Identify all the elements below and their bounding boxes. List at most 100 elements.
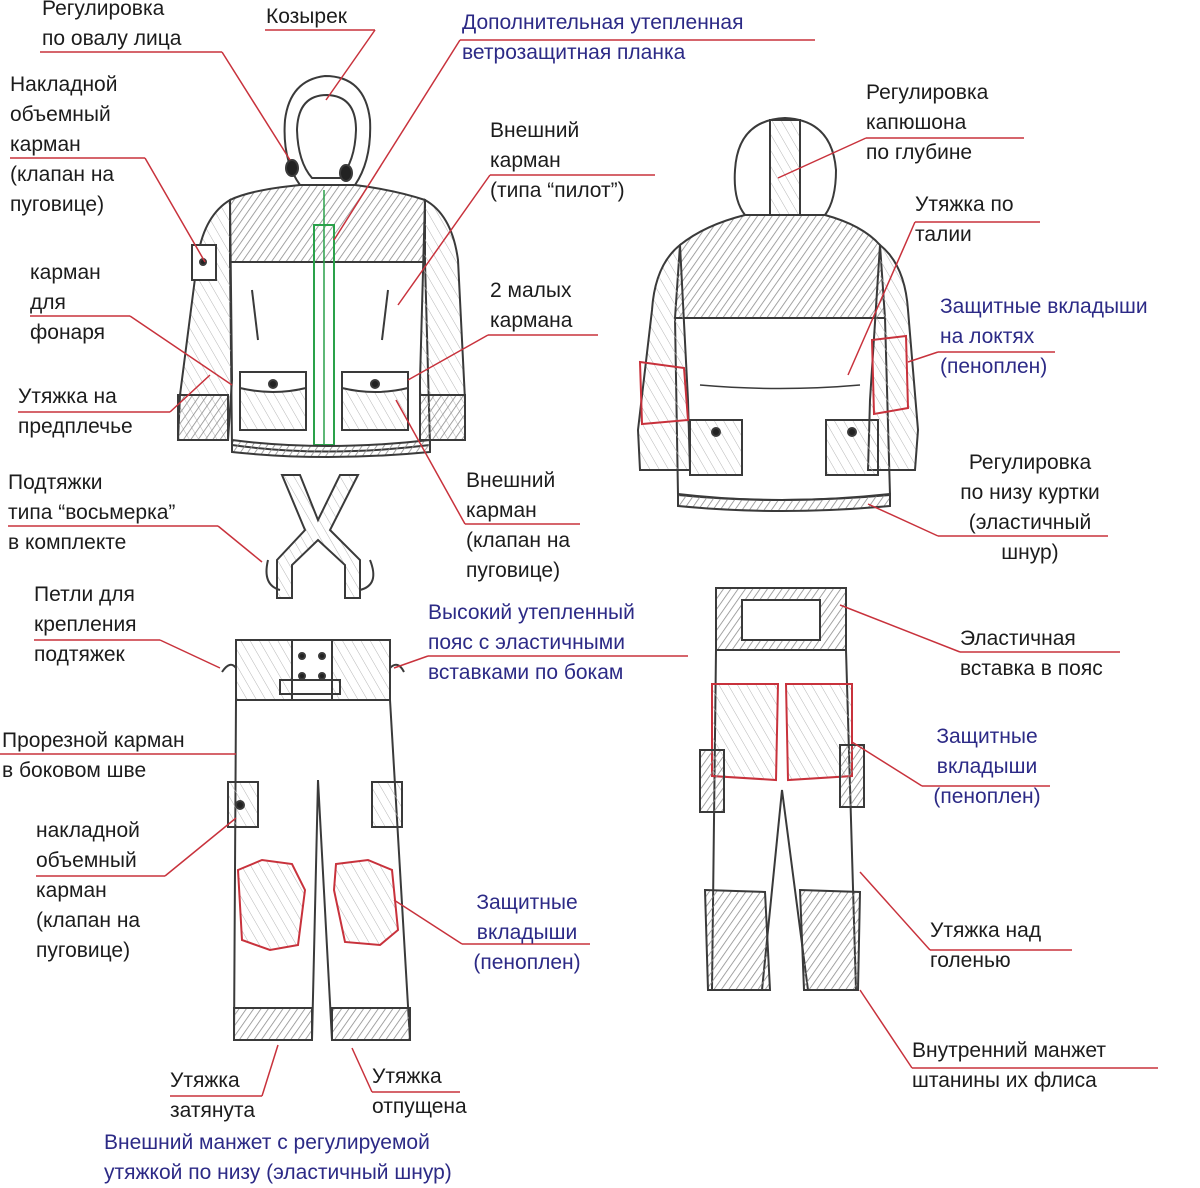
label-shin-tightener: Утяжка над голенью [930,916,1041,976]
label-line: кармана [490,309,573,332]
label-line: вкладыши [476,921,578,944]
label-line: по овалу лица [42,27,182,50]
label-line: капюшона [866,111,967,134]
label-line: ветрозащитная планка [462,41,686,64]
label-line: накладной [36,819,140,842]
label-line: объемный [36,849,137,872]
label-outer-cuff: Внешний манжет с регулируемой утяжкой по… [104,1128,452,1188]
suspenders-sketch [265,474,375,599]
label-visor: Козырек [266,2,347,32]
label-hood-depth: Регулировка капюшона по глубине [866,78,988,168]
label-line: Эластичная [960,627,1076,650]
label-line: Регулировка [866,81,989,104]
label-line: отпущена [372,1095,467,1118]
label-inner-cuff: Внутренний манжет штанины их флиса [912,1036,1106,1096]
label-line: по низу куртки [960,481,1100,504]
label-seat-pads: Защитные вкладыши (пеноплен) [912,722,1062,812]
label-line: (клапан на [36,909,141,932]
label-flashlight-pocket: карман для фонаря [30,258,105,348]
label-tight-open: Утяжка отпущена [372,1062,467,1122]
label-line: Внешний [490,119,580,142]
label-line: крепления [34,613,137,636]
label-line: пуговице) [466,559,561,582]
label-line: (клапан на [10,163,115,186]
label-line: Подтяжки [8,471,103,494]
jacket-front-sketch [176,74,466,458]
pants-front-sketch [221,639,412,1041]
label-line: Утяжка над [930,919,1042,942]
label-line: затянута [170,1099,255,1122]
label-line: фонаря [30,321,106,344]
label-line: Накладной [10,73,118,96]
label-elastic-insert: Эластичная вставка в пояс [960,624,1103,684]
label-line: талии [915,223,972,246]
label-knee-pads: Защитные вкладыши (пеноплен) [452,888,602,978]
label-line: 2 малых [490,279,572,302]
label-line: вставка в пояс [960,657,1103,680]
label-line: в комплекте [8,531,127,554]
label-line: Защитные вкладыши [940,295,1148,318]
label-line: Регулировка [968,451,1092,474]
label-line: (эластичный [968,511,1092,534]
label-slit-pocket: Прорезной карман в боковом шве [2,726,185,786]
label-high-belt: Высокий утепленный пояс с эластичными вс… [428,598,635,688]
label-line: Утяжка [372,1065,442,1088]
label-line: пуговице) [10,193,105,216]
label-line: пояс с эластичными [428,631,625,654]
label-line: голенью [930,949,1011,972]
label-line: по глубине [866,141,973,164]
label-line: Утяжка по [915,193,1014,216]
label-line: Защитные [936,725,1038,748]
label-line: Утяжка [170,1069,240,1092]
label-line: предплечье [18,415,133,438]
label-line: штанины их флиса [912,1069,1097,1092]
label-line: пуговице) [36,939,131,962]
label-line: Внешний манжет с регулируемой [104,1131,430,1154]
label-face-adjust: Регулировка по овалу лица [42,0,181,54]
label-line: вкладыши [936,755,1038,778]
label-hem-adjust: Регулировка по низу куртки (эластичный ш… [940,448,1120,568]
label-line: карман [30,261,101,284]
label-line: шнур) [1001,541,1059,564]
label-outer-pocket-pilot: Внешний карман (типа “пилот”) [490,116,625,206]
label-line: Защитные [476,891,578,914]
label-line: Высокий утепленный [428,601,635,624]
label-line: утяжкой по низу (эластичный шнур) [104,1161,452,1184]
label-patch-pocket-jacket: Накладной объемный карман (клапан на пуг… [10,70,117,220]
label-line: (пеноплен) [473,951,581,974]
jacket-back-sketch [636,116,920,512]
label-windproof-strip: Дополнительная утепленная ветрозащитная … [462,8,743,68]
label-line: Регулировка [42,0,165,20]
label-elbow-pads: Защитные вкладыши на локтях (пеноплен) [940,292,1148,382]
label-patch-pocket-pants: накладной объемный карман (клапан на пуг… [36,816,140,966]
label-tight-closed: Утяжка затянута [170,1066,255,1126]
label-line: (пеноплен) [940,355,1048,378]
label-line: объемный [10,103,111,126]
label-line: карман [466,499,537,522]
label-line: для [30,291,66,314]
label-line: (пеноплен) [933,785,1041,808]
label-line: Дополнительная утепленная [462,11,744,34]
callout-leader-lines [0,29,1158,1097]
label-line: Прорезной карман [2,729,185,752]
label-line: (типа “пилот”) [490,179,625,202]
label-line: типа “восьмерка” [8,501,176,524]
label-two-small-pockets: 2 малых кармана [490,276,572,336]
label-line: в боковом шве [2,759,147,782]
label-line: Козырек [266,5,347,28]
label-forearm-tightener: Утяжка на предплечье [18,382,133,442]
label-line: Внутренний манжет [912,1039,1106,1062]
label-line: вставками по бокам [428,661,624,684]
label-line: Внешний [466,469,556,492]
label-suspenders: Подтяжки типа “восьмерка” в комплекте [8,468,175,558]
pants-back-sketch [699,587,865,991]
label-line: подтяжек [34,643,125,666]
label-line: карман [36,879,107,902]
label-line: карман [490,149,561,172]
label-line: Утяжка на [18,385,117,408]
label-outer-pocket-flap: Внешний карман (клапан на пуговице) [466,466,570,586]
label-line: на локтях [940,325,1035,348]
label-line: Петли для [34,583,135,606]
label-line: карман [10,133,81,156]
